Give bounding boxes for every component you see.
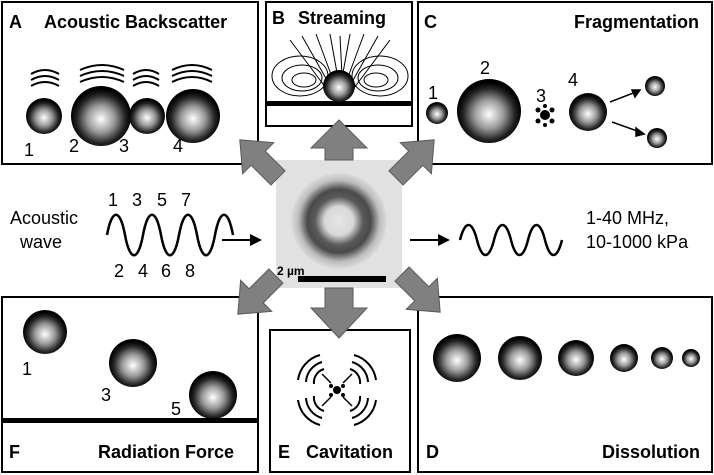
panel-f-title: Radiation Force xyxy=(98,442,234,462)
radiation-label-5: 5 xyxy=(171,399,181,419)
fragment-label-4: 4 xyxy=(568,70,578,90)
dissolution-bubble-3 xyxy=(558,340,594,376)
radiation-bubble-5 xyxy=(189,371,237,419)
radiation-bubble-1 xyxy=(23,310,67,354)
panel-e-title: Cavitation xyxy=(306,442,393,462)
dissolution-bubble-6 xyxy=(682,349,700,367)
arrow-to-c xyxy=(388,139,435,186)
panel-d-letter: D xyxy=(426,442,439,462)
wave-number-8: 8 xyxy=(185,261,195,281)
fragment-bubble-1 xyxy=(426,102,448,124)
backscatter-bubble-1 xyxy=(26,98,62,134)
output-pressure: 10-1000 kPa xyxy=(586,232,689,252)
dissolution-bubble-5 xyxy=(651,347,673,369)
backscatter-label-3: 3 xyxy=(119,136,129,156)
backscatter-bubble-3 xyxy=(129,98,165,134)
fragment-bubble-2 xyxy=(457,79,521,143)
radiation-wall xyxy=(3,418,257,423)
streaming-bubble xyxy=(323,70,355,102)
fragment-label-3: 3 xyxy=(536,86,546,106)
panel-a-letter: A xyxy=(9,12,22,32)
panel-c-letter: C xyxy=(424,12,437,32)
output-arrow xyxy=(410,234,450,246)
backscatter-label-1: 1 xyxy=(24,140,34,160)
backscatter-label-4: 4 xyxy=(173,136,183,156)
connector-arrows xyxy=(237,119,441,339)
panel-a-title: Acoustic Backscatter xyxy=(44,12,227,32)
output-wave xyxy=(458,223,564,257)
radiation-label-3: 3 xyxy=(101,385,111,405)
wave-number-1: 1 xyxy=(108,190,118,210)
scale-bar xyxy=(298,276,386,282)
arrow-to-f xyxy=(237,268,284,315)
input-label-line2: wave xyxy=(19,232,62,252)
microbubble-image xyxy=(291,173,387,269)
dissolution-bubble-2 xyxy=(498,336,542,380)
panel-e-box xyxy=(269,329,411,473)
input-wave xyxy=(105,213,235,257)
dissolution-bubble-4 xyxy=(610,344,638,372)
fragment-bubble-4 xyxy=(569,93,607,131)
fragment-label-2: 2 xyxy=(480,58,490,78)
dissolution-bubble-1 xyxy=(433,334,481,382)
cavitation-wave-arcs xyxy=(297,354,377,426)
wave-number-5: 5 xyxy=(157,190,167,210)
backscatter-bubble-2 xyxy=(71,86,131,146)
fragment-label-1: 1 xyxy=(428,83,438,103)
radiation-bubble-3 xyxy=(109,339,157,387)
panel-f-letter: F xyxy=(9,442,20,462)
arrow-to-a xyxy=(239,139,286,186)
wave-number-2: 2 xyxy=(114,261,124,281)
streaming-flow-lines xyxy=(271,33,409,101)
wave-number-4: 4 xyxy=(138,261,148,281)
arrow-to-d xyxy=(394,266,441,313)
backscatter-label-2: 2 xyxy=(69,136,79,156)
fragment-daughter-bottom xyxy=(647,128,667,148)
input-label-line1: Acoustic xyxy=(10,208,78,228)
fragment-arrows xyxy=(609,89,646,137)
backscatter-wave-arcs xyxy=(30,64,213,87)
wave-number-3: 3 xyxy=(132,190,142,210)
panel-b-title: Streaming xyxy=(298,8,386,28)
panel-e-letter: E xyxy=(278,442,290,462)
radiation-label-1: 1 xyxy=(22,359,32,379)
wave-number-6: 6 xyxy=(161,261,171,281)
backscatter-bubble-4 xyxy=(166,89,220,143)
wave-number-7: 7 xyxy=(181,190,191,210)
panel-c-title: Fragmentation xyxy=(574,12,699,32)
cavitation-burst xyxy=(329,384,345,397)
streaming-wall xyxy=(267,101,411,106)
arrow-to-e xyxy=(309,287,369,339)
panel-d-title: Dissolution xyxy=(602,442,700,462)
panel-d-box xyxy=(417,296,713,473)
arrow-to-b xyxy=(309,119,369,161)
cavitation-collapse-arrows xyxy=(321,373,353,407)
input-arrow xyxy=(222,234,262,246)
scale-bar-label: 2 µm xyxy=(277,264,305,278)
fragment-burst xyxy=(535,104,555,127)
panel-b-letter: B xyxy=(272,8,285,28)
fragment-daughter-top xyxy=(645,76,665,96)
output-frequency: 1-40 MHz, xyxy=(586,208,669,228)
